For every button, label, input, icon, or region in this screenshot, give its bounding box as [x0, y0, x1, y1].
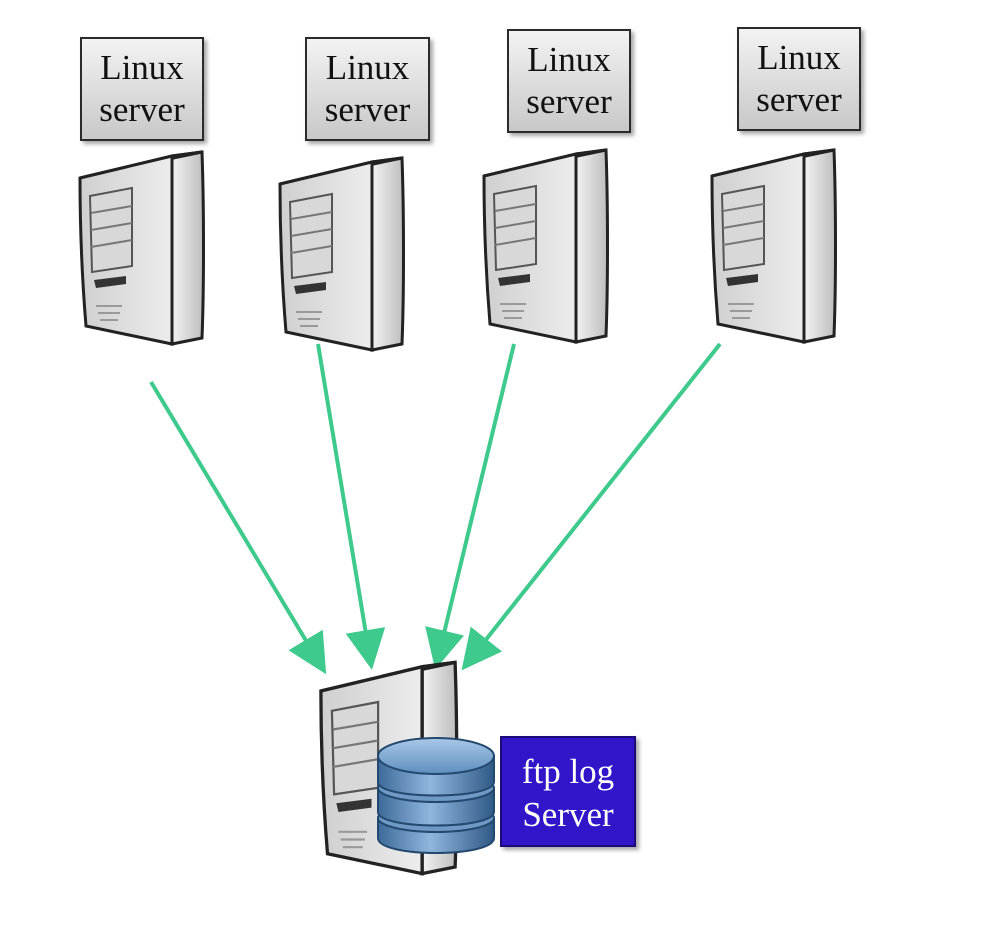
label-line-2: server — [324, 90, 411, 129]
server-tower-icon — [482, 148, 609, 344]
label-line-1: Linux — [757, 38, 841, 77]
label-line-2: Server — [522, 795, 614, 834]
linux-server-label-2: Linux server — [305, 37, 430, 141]
arrow-1 — [149, 380, 327, 675]
ftp-log-server-label: ftp log Server — [500, 736, 636, 847]
label-line-2: server — [756, 80, 842, 119]
linux-server-label-3: Linux server — [507, 29, 631, 133]
label-line-1: ftp log — [521, 752, 615, 791]
arrow-3 — [425, 343, 516, 670]
server-tower-icon — [710, 148, 837, 344]
label-line-1: Linux — [325, 48, 410, 87]
arrow-4 — [461, 342, 722, 671]
linux-server-label-1: Linux server — [80, 37, 204, 141]
database-icon — [377, 737, 495, 854]
server-tower-icon — [78, 150, 205, 346]
arrow-2 — [316, 343, 386, 670]
label-line-1: Linux — [527, 40, 611, 79]
server-tower-icon — [278, 156, 405, 352]
label-line-2: server — [99, 90, 185, 129]
label-line-2: server — [526, 82, 612, 121]
linux-server-label-4: Linux server — [737, 27, 861, 131]
label-line-1: Linux — [100, 48, 184, 87]
